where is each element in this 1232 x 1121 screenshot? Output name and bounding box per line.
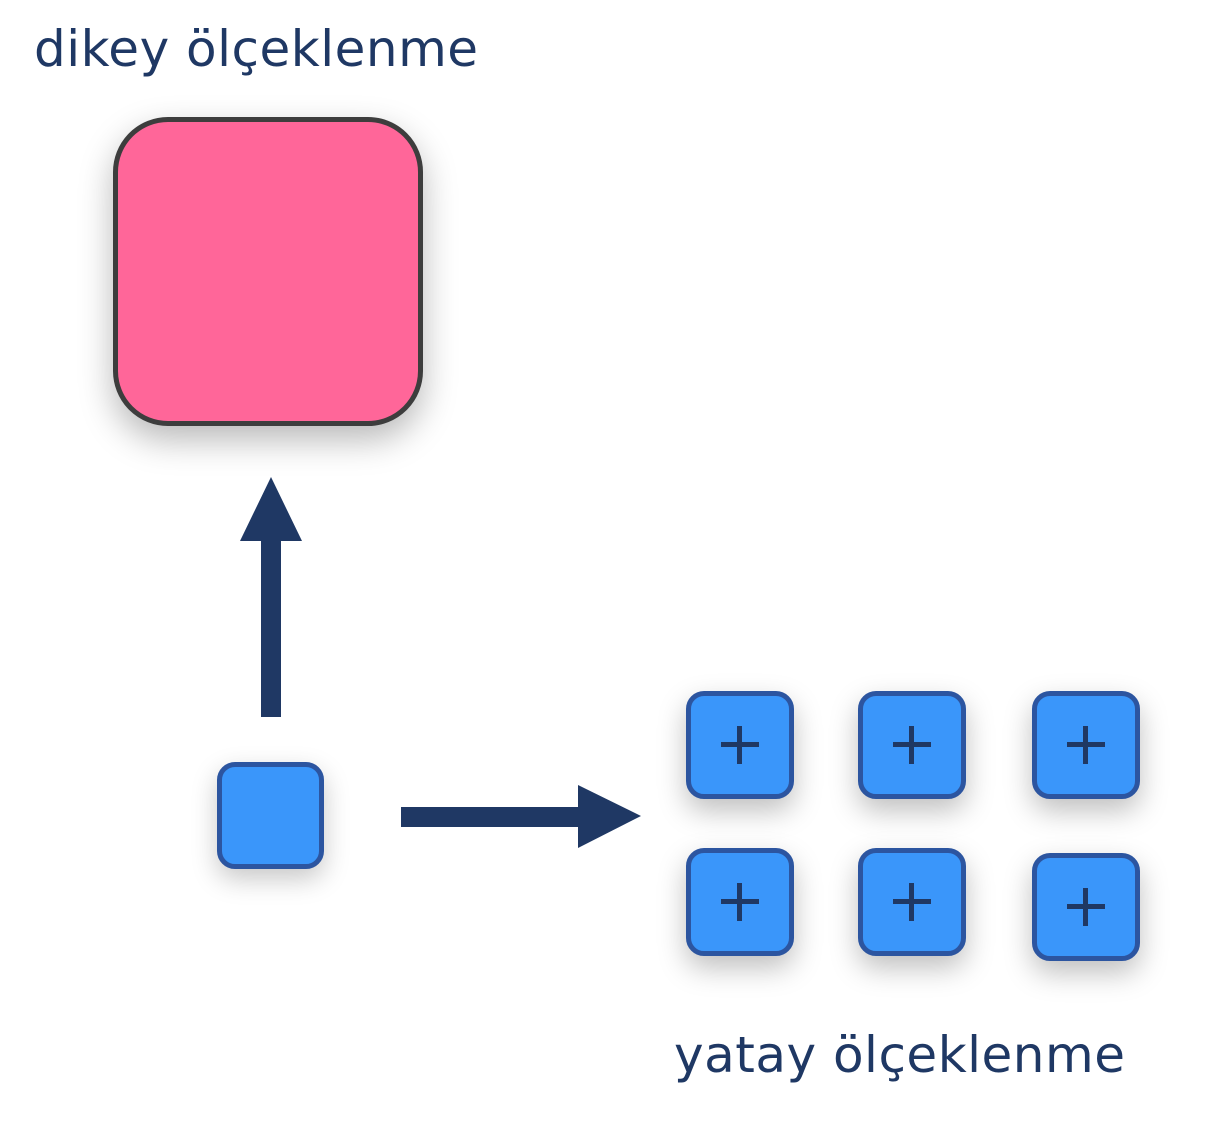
replica-server-box [858, 691, 966, 799]
plus-icon [893, 883, 931, 921]
original-server-box [217, 762, 324, 869]
replica-server-box [1032, 853, 1140, 961]
scaled-up-server-box [113, 117, 423, 426]
replica-server-box [686, 848, 794, 956]
vertical-arrow-up-icon [240, 477, 302, 717]
plus-icon [1067, 726, 1105, 764]
plus-icon [1067, 888, 1105, 926]
replica-server-box [1032, 691, 1140, 799]
replica-server-box [858, 848, 966, 956]
plus-icon [721, 726, 759, 764]
horizontal-arrow-right-icon [401, 785, 641, 848]
vertical-scaling-label: dikey ölçeklenme [34, 20, 479, 78]
horizontal-scaling-label: yatay ölçeklenme [674, 1026, 1126, 1084]
replica-server-box [686, 691, 794, 799]
plus-icon [721, 883, 759, 921]
plus-icon [893, 726, 931, 764]
